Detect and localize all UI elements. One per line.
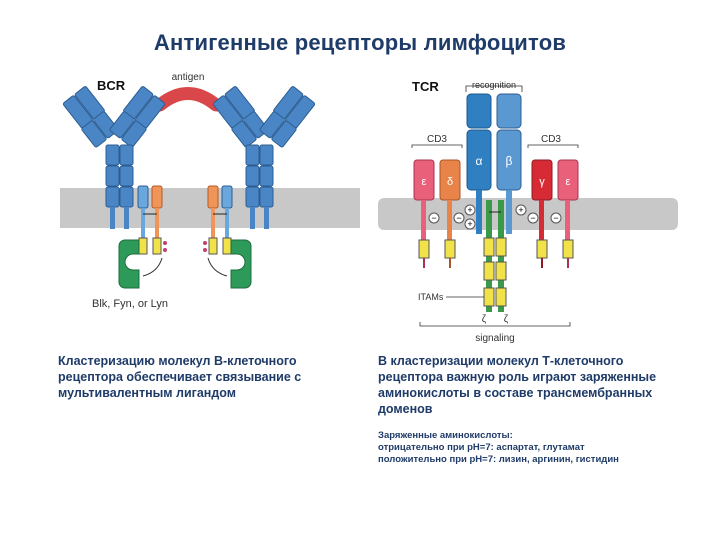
tcr-panel: TCR recognition CD3 CD3 α β ε δ bbox=[378, 79, 678, 344]
ig-alpha-beta-left bbox=[137, 185, 167, 255]
delta-label: δ bbox=[447, 176, 453, 188]
kinase-left bbox=[118, 239, 140, 289]
bcr-label: BCR bbox=[97, 78, 126, 93]
zeta-left-label: ζ bbox=[482, 314, 487, 325]
kinase-label: Blk, Fyn, or Lyn bbox=[92, 298, 168, 310]
ig-alpha-beta-right bbox=[203, 185, 233, 255]
cd3-right-label: CD3 bbox=[541, 134, 561, 145]
itams-label: ITAMs bbox=[418, 292, 444, 302]
svg-text:−: − bbox=[553, 213, 558, 223]
notes-positive: положительно при рН=7: лизин, аргинин, г… bbox=[378, 454, 619, 465]
cd3-gamma-epsilon: γ ε bbox=[531, 159, 579, 268]
signaling-label: signaling bbox=[475, 333, 514, 344]
bcr-antibody-right bbox=[212, 86, 316, 229]
notes-negative: отрицательно при рН=7: аспартат, глутама… bbox=[378, 442, 585, 453]
antigen-label: antigen bbox=[172, 72, 205, 83]
cd3-left-bracket bbox=[411, 144, 463, 148]
bcr-panel: BCR antigen bbox=[60, 72, 360, 310]
recognition-bracket bbox=[465, 85, 523, 92]
bcr-antibody-left bbox=[62, 86, 166, 229]
notes-heading: Заряженные аминокислоты: bbox=[378, 430, 513, 441]
gamma-label: γ bbox=[539, 176, 545, 188]
cd3-right-bracket bbox=[527, 144, 579, 148]
signaling-bracket bbox=[419, 322, 571, 327]
svg-text:−: − bbox=[456, 213, 461, 223]
antigen-shape bbox=[153, 87, 223, 112]
charged-aa-notes: Заряженные аминокислоты: отрицательно пр… bbox=[378, 430, 698, 466]
zeta-right-label: ζ bbox=[504, 314, 509, 325]
tcr-alpha-beta: α β bbox=[466, 93, 522, 234]
tcr-label: TCR bbox=[412, 79, 439, 94]
tcr-caption: В кластеризации молекул Т-клеточного рец… bbox=[378, 354, 657, 416]
epsilon-right-label: ε bbox=[566, 176, 571, 188]
epsilon-left-label: ε bbox=[422, 176, 427, 188]
svg-text:−: − bbox=[431, 213, 436, 223]
svg-text:+: + bbox=[518, 205, 523, 215]
svg-text:+: + bbox=[467, 219, 472, 229]
arrow-left bbox=[142, 257, 163, 277]
kinase-right bbox=[230, 239, 252, 289]
cd3-left-label: CD3 bbox=[427, 134, 447, 145]
zeta-chains: ζ ζ bbox=[482, 200, 509, 325]
arrow-right bbox=[207, 257, 228, 277]
svg-text:+: + bbox=[467, 205, 472, 215]
bcr-caption: Кластеризацию молекул В-клеточного рецеп… bbox=[58, 354, 302, 400]
tcr-membrane bbox=[378, 198, 678, 230]
beta-label: β bbox=[506, 154, 513, 168]
cd3-epsilon-delta: ε δ bbox=[413, 159, 461, 268]
recognition-label: recognition bbox=[472, 80, 516, 90]
charge-markers: − − + + + − − bbox=[428, 204, 562, 230]
page-title: Антигенные рецепторы лимфоцитов bbox=[153, 30, 567, 55]
svg-text:−: − bbox=[530, 213, 535, 223]
alpha-label: α bbox=[476, 154, 483, 168]
